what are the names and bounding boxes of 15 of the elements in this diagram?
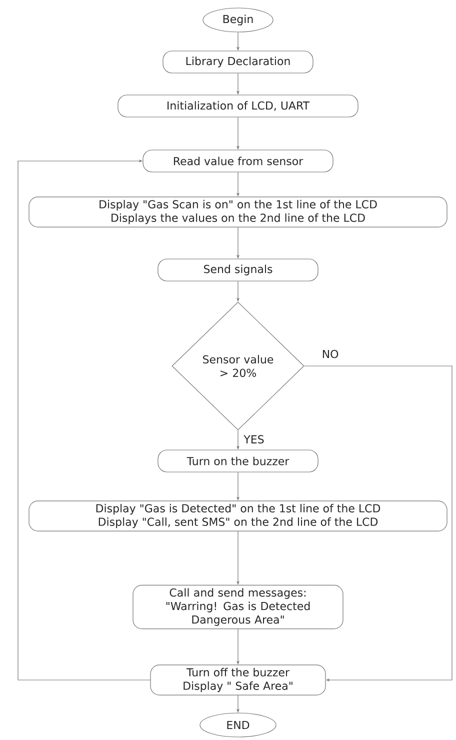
process-box: Display "Gas Scan is on" on the 1st line of the LCD Displays the values on the 2nd line of the LCD xyxy=(28,196,448,228)
process-box: Call and send messages: "Warring! Gas is Detected Dangerous Area" xyxy=(132,584,344,630)
process-box: Send signals xyxy=(158,258,318,282)
terminal-oval: Begin xyxy=(202,8,274,32)
process-box: Initialization of LCD, UART xyxy=(118,94,358,118)
process-box: Read value from sensor xyxy=(142,150,334,172)
terminal-oval: END xyxy=(200,712,276,738)
process-box: Turn on the buzzer xyxy=(158,450,318,472)
process-box: Display "Gas is Detected" on the 1st line of the LCD Display "Call, sent SMS" on the 2nd line of the LCD xyxy=(28,500,448,532)
process-box: Turn off the buzzer Display " Safe Area" xyxy=(150,664,326,696)
arrow xyxy=(18,159,150,680)
edge-label: NO xyxy=(320,348,340,360)
edge-label: YES xyxy=(242,434,266,444)
arrow xyxy=(304,366,452,682)
process-box: Library Declaration xyxy=(162,50,314,74)
